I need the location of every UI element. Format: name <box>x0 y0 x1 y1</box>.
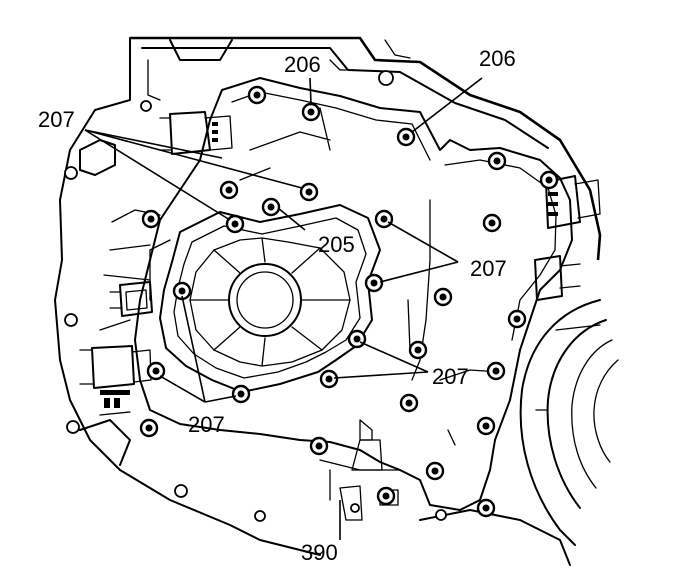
bolt <box>309 436 329 456</box>
callout-205: 205 <box>318 232 355 257</box>
callout-206-right: 206 <box>479 46 516 71</box>
accumulator-cover <box>159 204 381 393</box>
callout-206-left: 206 <box>284 52 321 77</box>
bolt <box>399 393 419 413</box>
case-holes <box>64 70 447 522</box>
bolt <box>261 197 281 217</box>
bolt <box>487 151 507 171</box>
bolt <box>539 170 559 190</box>
bolt-group <box>139 85 559 518</box>
bolt <box>476 416 496 436</box>
drum-assembly <box>519 299 619 546</box>
solenoid-left-lower <box>79 345 152 416</box>
bolt <box>374 209 394 229</box>
bolt <box>433 287 453 307</box>
solenoid-left-upper <box>159 111 233 155</box>
callout-207-top-left: 207 <box>38 107 75 132</box>
callout-390: 390 <box>301 540 338 565</box>
bolt <box>376 486 396 506</box>
bolt <box>247 85 267 105</box>
bolt <box>225 214 245 234</box>
callout-207-bottom: 207 <box>188 412 225 437</box>
bolt <box>319 369 339 389</box>
bolt <box>396 127 416 147</box>
bolt <box>408 340 428 360</box>
bolt <box>139 418 159 438</box>
bolt <box>364 273 384 293</box>
bolt <box>486 361 506 381</box>
bolt <box>476 498 496 518</box>
callout-207-right-lower: 207 <box>432 364 469 389</box>
bolt <box>425 461 445 481</box>
case-outline <box>54 36 602 566</box>
bolt <box>299 182 319 202</box>
callout-labels: 206 206 207 205 207 207 207 390 <box>38 46 516 565</box>
solenoid-left-mid <box>109 281 153 317</box>
bolt <box>146 361 166 381</box>
bolt <box>507 309 527 329</box>
bolt <box>219 180 239 200</box>
bolt <box>347 329 367 349</box>
bolt <box>482 213 502 233</box>
callout-207-right-upper: 207 <box>470 256 507 281</box>
bolt <box>301 102 321 122</box>
solenoid-right <box>534 175 601 301</box>
leader-lines <box>84 77 483 540</box>
bolt <box>231 384 251 404</box>
bolt <box>141 209 161 229</box>
